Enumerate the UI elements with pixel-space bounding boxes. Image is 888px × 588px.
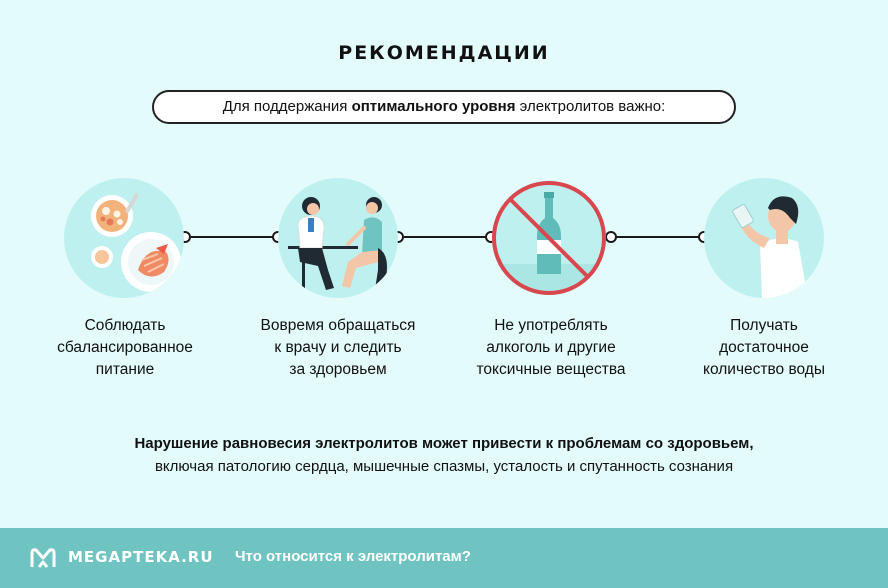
megapteka-logo-icon: [30, 548, 56, 568]
connector-line-2: [404, 236, 486, 238]
connector-line-1: [191, 236, 275, 238]
doctor-visit-icon: [278, 178, 398, 298]
step-caption-1: Соблюдать сбалансированное питание: [25, 315, 225, 381]
caption-line: Вовремя обращаться: [260, 317, 416, 334]
caption-line: Получать: [730, 317, 798, 334]
warning-note: Нарушение равновесия электролитов может …: [0, 432, 888, 478]
caption-line: к врачу и следить: [274, 339, 402, 356]
connector-dot: [605, 231, 617, 243]
caption-line: Соблюдать: [84, 317, 166, 334]
caption-line: за здоровьем: [289, 361, 387, 378]
step-caption-3: Не употреблять алкоголь и другие токсичн…: [451, 315, 651, 381]
caption-line: достаточное: [719, 339, 809, 356]
warning-note-bold: Нарушение равновесия электролитов может …: [134, 435, 754, 452]
page-title: РЕКОМЕНДАЦИИ: [338, 42, 550, 64]
food-plate-icon: [64, 178, 184, 298]
subtitle-text-bold: оптимального уровня: [351, 98, 516, 115]
caption-line: сбалансированное: [57, 339, 193, 356]
step-caption-2: Вовремя обращаться к врачу и следить за …: [238, 315, 438, 381]
brand-name: MEGAPTEKA.RU: [68, 548, 214, 566]
no-alcohol-icon: [489, 178, 609, 298]
caption-line: токсичные вещества: [476, 361, 626, 378]
footer-bar: MEGAPTEKA.RU Что относится к электролита…: [0, 528, 888, 588]
caption-line: количество воды: [703, 361, 825, 378]
step-caption-4: Получать достаточное количество воды: [664, 315, 864, 381]
footer-topic-link[interactable]: Что относится к электролитам?: [235, 548, 471, 565]
caption-line: питание: [95, 361, 155, 378]
subtitle-text-start: Для поддержания: [222, 98, 352, 115]
subtitle-text-end: электролитов важно:: [515, 98, 666, 115]
caption-line: алкоголь и другие: [486, 339, 616, 356]
caption-line: Не употреблять: [494, 317, 608, 334]
drinking-water-icon: [704, 178, 824, 298]
warning-note-regular: включая патологию сердца, мышечные спазм…: [154, 458, 734, 475]
subtitle-box: Для поддержания оптимального уровня элек…: [152, 90, 736, 124]
connector-line-3: [616, 236, 700, 238]
